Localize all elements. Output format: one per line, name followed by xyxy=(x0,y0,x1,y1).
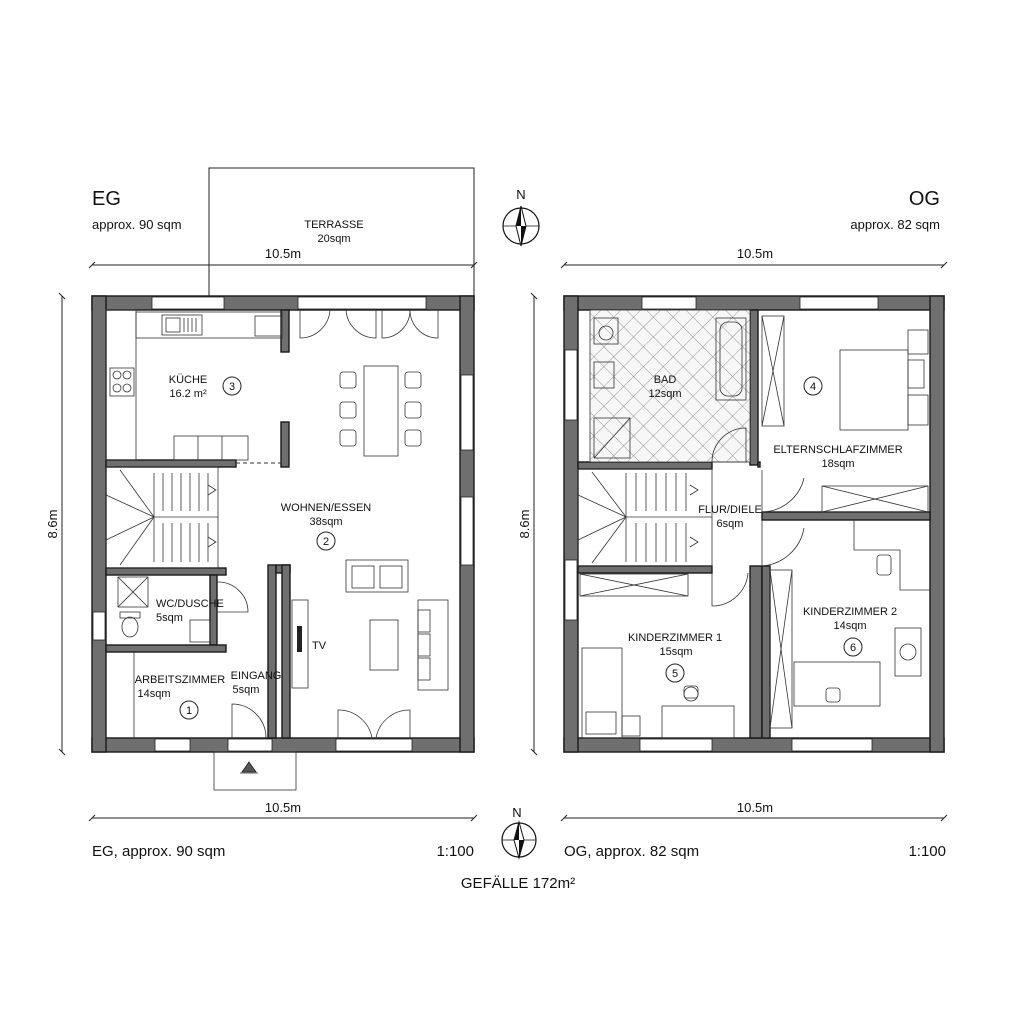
og-width-bottom: 10.5m xyxy=(737,800,773,815)
eg-area: approx. 90 sqm xyxy=(92,217,182,232)
og-area: approx. 82 sqm xyxy=(850,217,940,232)
wc-name: WC/DUSCHE xyxy=(156,598,224,610)
kid2-area: 14sqm xyxy=(833,620,866,632)
eg-height: 8.6m xyxy=(45,510,60,539)
office-area: 14sqm xyxy=(137,688,170,700)
terrace-outline xyxy=(208,167,475,297)
bath-name: BAD xyxy=(654,374,677,386)
kid1-area: 15sqm xyxy=(659,646,692,658)
parents-wardrobe xyxy=(761,315,785,427)
eg-wall-west xyxy=(91,295,107,753)
kid2-number: 6 xyxy=(850,642,856,654)
kid1-desk xyxy=(661,705,735,739)
og-height: 8.6m xyxy=(517,510,532,539)
double-bed xyxy=(839,349,909,431)
eg-caption: EG, approx. 90 sqm xyxy=(92,843,225,860)
living-name: WOHNEN/ESSEN xyxy=(281,502,372,514)
hall-name: FLUR/DIELE xyxy=(698,504,762,516)
entrance-area: 5sqm xyxy=(233,684,260,696)
upper-floor-plan: BAD 12sqm 4 ELTERNSCHLAFZIMMER 18sqm xyxy=(563,295,945,753)
parents-area: 18sqm xyxy=(821,458,854,470)
entrance-step xyxy=(213,751,297,791)
north-label-bottom: N xyxy=(512,805,521,820)
wc-area: 5sqm xyxy=(156,612,183,624)
eg-stairs xyxy=(105,466,219,569)
bath-area: 12sqm xyxy=(648,388,681,400)
og-scale: 1:100 xyxy=(908,843,946,860)
og-stairs xyxy=(577,468,713,567)
kid1-bed xyxy=(581,647,623,739)
office-name: ARBEITSZIMMER xyxy=(135,674,226,686)
og-dimensions: 10.5m 10.5m 8.6m xyxy=(517,246,948,822)
north-label-top: N xyxy=(516,187,525,202)
armchair-unit xyxy=(345,559,409,593)
kitchen-number: 3 xyxy=(229,381,235,393)
terrace-area: 20sqm xyxy=(317,233,350,245)
og-caption: OG, approx. 82 sqm xyxy=(564,843,699,860)
kid2-name: KINDERZIMMER 2 xyxy=(803,606,897,618)
eg-wall-south xyxy=(91,737,475,753)
tv-label: TV xyxy=(312,640,327,652)
kid2-desk xyxy=(894,627,922,677)
eg-dimensions: 10.5m 10.5m 8.6m xyxy=(45,246,478,822)
tv-cabinet xyxy=(291,599,309,689)
eg-width-top: 10.5m xyxy=(265,246,301,261)
eg-label: EG xyxy=(92,188,121,210)
total-area: GEFÄLLE 172m² xyxy=(461,875,575,892)
living-number: 2 xyxy=(323,536,329,548)
kid1-name: KINDERZIMMER 1 xyxy=(628,632,722,644)
eg-scale: 1:100 xyxy=(436,843,474,860)
coffee-table xyxy=(369,619,399,671)
og-width-top: 10.5m xyxy=(737,246,773,261)
dining-table xyxy=(363,365,399,457)
hall-area: 6sqm xyxy=(717,518,744,530)
sofa xyxy=(417,599,449,691)
living-area: 38sqm xyxy=(309,516,342,528)
entrance-name: EINGANG xyxy=(231,670,282,682)
north-arrow-bottom: N xyxy=(501,805,537,860)
office-number: 1 xyxy=(186,705,192,717)
parents-number: 4 xyxy=(810,381,816,393)
parents-name: ELTERNSCHLAFZIMMER xyxy=(773,444,902,456)
kid1-number: 5 xyxy=(672,668,678,680)
ground-floor-plan: TERRASSE 20sqm xyxy=(91,167,475,791)
kitchen-area: 16.2 m² xyxy=(169,388,207,400)
terrace-name: TERRASSE xyxy=(304,219,363,231)
kitchen-name: KÜCHE xyxy=(169,374,208,386)
north-arrow-top: N xyxy=(502,187,540,247)
eg-width-bottom: 10.5m xyxy=(265,800,301,815)
og-label: OG xyxy=(909,188,940,210)
